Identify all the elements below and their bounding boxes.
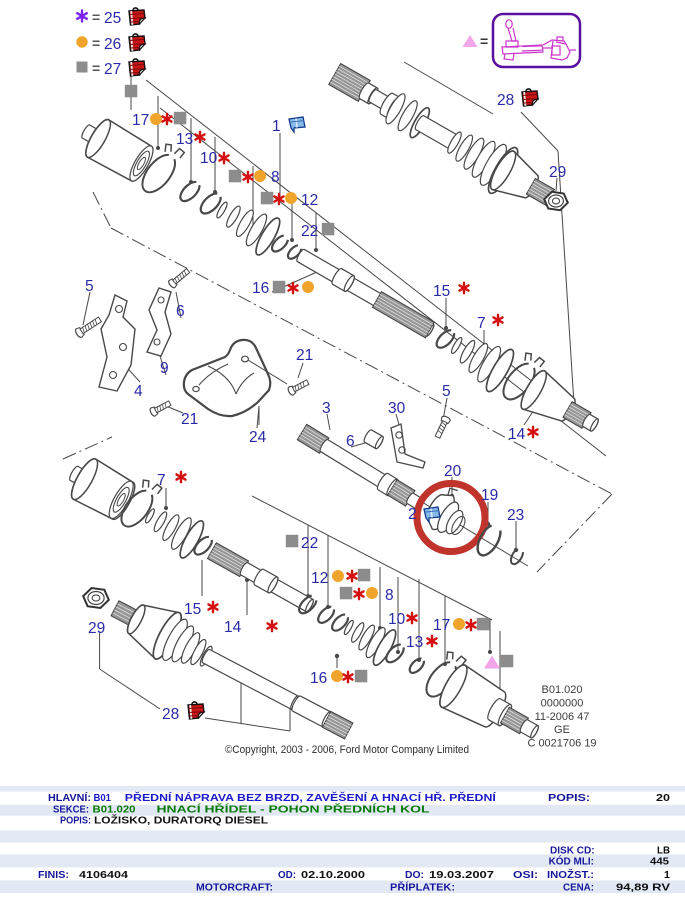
svg-text:FINIS:: FINIS: — [38, 870, 69, 881]
svg-text:4: 4 — [134, 383, 143, 400]
svg-text:30: 30 — [388, 400, 406, 417]
svg-text:14: 14 — [508, 426, 526, 443]
svg-text:MOTORCRAFT:: MOTORCRAFT: — [196, 882, 273, 893]
svg-text:19: 19 — [481, 487, 498, 504]
svg-text:DO:: DO: — [405, 870, 424, 881]
svg-text:©Copyright, 2003 - 2006, Ford: ©Copyright, 2003 - 2006, Ford Motor Comp… — [225, 744, 469, 756]
svg-text:445: 445 — [650, 856, 669, 867]
svg-text:17: 17 — [132, 112, 149, 129]
svg-text:21: 21 — [181, 411, 198, 428]
svg-text:LB: LB — [657, 845, 670, 856]
svg-text:22: 22 — [301, 223, 318, 240]
svg-text:B01.020: B01.020 — [93, 805, 136, 816]
svg-text:6: 6 — [176, 303, 185, 320]
svg-text:28: 28 — [497, 92, 514, 109]
svg-text:7: 7 — [157, 472, 166, 489]
svg-text:29: 29 — [88, 620, 105, 637]
svg-text:DISK CD:: DISK CD: — [550, 845, 595, 856]
svg-text:CENA:: CENA: — [563, 882, 594, 893]
svg-text:KÓD MLI:: KÓD MLI: — [549, 854, 594, 867]
svg-text:23: 23 — [507, 507, 524, 524]
svg-text:21: 21 — [296, 347, 313, 364]
svg-text:3: 3 — [322, 400, 331, 417]
svg-text:PŘEDNÍ NÁPRAVA BEZ BRZD, ZAVĚŠ: PŘEDNÍ NÁPRAVA BEZ BRZD, ZAVĚŠENÍ A HNAC… — [125, 791, 496, 804]
svg-text:GE: GE — [554, 724, 570, 736]
svg-text:19.03.2007: 19.03.2007 — [429, 870, 495, 881]
svg-text:1: 1 — [272, 118, 281, 135]
svg-text:HLAVNÍ:: HLAVNÍ: — [48, 791, 91, 804]
svg-text:6: 6 — [346, 433, 355, 450]
svg-text:24: 24 — [249, 429, 267, 446]
svg-text:7: 7 — [477, 315, 486, 332]
svg-text:10: 10 — [200, 150, 218, 167]
svg-text:2: 2 — [408, 506, 417, 523]
svg-text:5: 5 — [85, 278, 94, 295]
svg-text:B01: B01 — [94, 793, 112, 804]
svg-text:POPIS:: POPIS: — [548, 793, 590, 804]
svg-text:13: 13 — [176, 131, 193, 148]
svg-text:5: 5 — [442, 383, 451, 400]
svg-text:16: 16 — [252, 280, 269, 297]
svg-text:13: 13 — [406, 634, 423, 651]
svg-text:=: = — [92, 9, 100, 25]
svg-text:29: 29 — [549, 164, 566, 181]
svg-text:11-2006 47: 11-2006 47 — [535, 711, 590, 723]
svg-text:=: = — [92, 35, 100, 51]
svg-text:OSI:: OSI: — [513, 870, 538, 881]
svg-text:1: 1 — [664, 870, 670, 881]
svg-text:14: 14 — [224, 619, 242, 636]
svg-text:B01.020: B01.020 — [542, 684, 583, 696]
svg-text:22: 22 — [301, 535, 318, 552]
svg-text:28: 28 — [162, 706, 179, 723]
svg-text:12: 12 — [301, 192, 318, 209]
svg-text:SEKCE:: SEKCE: — [53, 805, 89, 816]
svg-text:POPIS:: POPIS: — [60, 816, 91, 827]
svg-text:0000000: 0000000 — [541, 697, 584, 709]
svg-text:27: 27 — [104, 61, 121, 78]
svg-text:02.10.2000: 02.10.2000 — [301, 870, 366, 881]
svg-text:HNACÍ HŘÍDEL - POHON PŘEDNÍCH: HNACÍ HŘÍDEL - POHON PŘEDNÍCH KOL — [157, 803, 430, 816]
svg-text:15: 15 — [433, 283, 450, 300]
svg-text:8: 8 — [385, 587, 394, 604]
svg-text:15: 15 — [184, 601, 201, 618]
svg-text:94,89 RV: 94,89 RV — [616, 882, 670, 893]
svg-text:26: 26 — [104, 36, 121, 53]
svg-text:10: 10 — [388, 611, 406, 628]
svg-text:16: 16 — [310, 670, 327, 687]
svg-text:12: 12 — [311, 570, 328, 587]
svg-text:4106404: 4106404 — [79, 870, 129, 881]
svg-text:20: 20 — [656, 793, 671, 804]
svg-text:OD:: OD: — [278, 870, 296, 881]
svg-text:LOŽISKO, DURATORQ DIESEL: LOŽISKO, DURATORQ DIESEL — [94, 814, 268, 827]
svg-text:25: 25 — [104, 10, 121, 27]
svg-text:=: = — [92, 60, 100, 76]
svg-text:20: 20 — [444, 463, 462, 480]
svg-text:8: 8 — [271, 169, 280, 186]
svg-text:17: 17 — [433, 617, 450, 634]
svg-text:C 0021706 19: C 0021706 19 — [527, 738, 596, 750]
svg-text:INOŽST.:: INOŽST.: — [547, 868, 594, 881]
svg-text:9: 9 — [160, 360, 169, 377]
svg-text:PŘÍPLATEK:: PŘÍPLATEK: — [390, 880, 455, 893]
svg-text:=: = — [480, 33, 488, 49]
